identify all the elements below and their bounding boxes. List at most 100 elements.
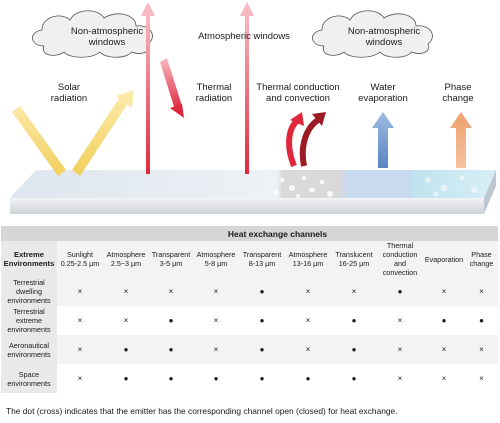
column-header-line: 3-5 μm bbox=[159, 259, 183, 268]
channel-status-cell: ● bbox=[239, 277, 285, 306]
channel-status-cell: ● bbox=[331, 335, 377, 364]
cloud-right bbox=[312, 10, 433, 58]
water-evaporation-label: Water evaporation bbox=[358, 82, 408, 104]
channel-status-cell: × bbox=[103, 306, 149, 335]
channel-status-cell: × bbox=[193, 335, 239, 364]
channel-status-cell: ● bbox=[331, 364, 377, 393]
channel-status-cell: ● bbox=[239, 306, 285, 335]
channel-status-cell: × bbox=[331, 277, 377, 306]
channel-status-cell: × bbox=[193, 306, 239, 335]
column-header-line: change bbox=[469, 259, 494, 268]
channel-status-cell: × bbox=[285, 335, 331, 364]
column-header-line: 8-13 μm bbox=[248, 259, 276, 268]
emitter-slab bbox=[10, 170, 496, 214]
channel-status-cell: ● bbox=[331, 306, 377, 335]
column-header-line: Atmosphere bbox=[196, 250, 236, 259]
channel-status-cell: ● bbox=[149, 306, 193, 335]
column-header-line: Atmosphere bbox=[288, 250, 328, 259]
channel-status-cell: × bbox=[465, 335, 498, 364]
column-header-line: Sunlight bbox=[67, 250, 93, 259]
phase-change-arrow bbox=[450, 112, 472, 168]
thermal-radiation-label: Thermal radiation bbox=[195, 82, 233, 104]
cloud-left-label: Non-atmospheric windows bbox=[70, 26, 144, 48]
channel-status-cell: × bbox=[465, 277, 498, 306]
figure-caption: The dot (cross) indicates that the emitt… bbox=[6, 406, 398, 416]
channel-status-cell: × bbox=[285, 306, 331, 335]
channel-status-cell: ● bbox=[285, 364, 331, 393]
channel-status-cell: × bbox=[57, 335, 103, 364]
cloud-left bbox=[32, 10, 153, 58]
channel-status-cell: × bbox=[465, 364, 498, 393]
cloud-right-label: Non-atmospheric windows bbox=[347, 26, 421, 48]
column-header-line: Evaporation bbox=[424, 254, 464, 264]
column-header-line: 2.5~3 μm bbox=[110, 259, 142, 268]
environment-line: Space bbox=[18, 369, 40, 379]
environment-line: dwelling bbox=[16, 287, 42, 296]
column-header-line: Thermal bbox=[386, 241, 414, 250]
table-title: Heat exchange channels bbox=[57, 226, 498, 241]
channel-status-cell: × bbox=[377, 364, 423, 393]
channel-status-cell: ● bbox=[239, 335, 285, 364]
environment-line: environments bbox=[7, 349, 51, 359]
environment-line: environments bbox=[7, 378, 51, 388]
environment-line: Terrestrial bbox=[13, 278, 45, 287]
channel-status-cell: ● bbox=[465, 306, 498, 335]
conduction-convection-arrows bbox=[286, 112, 326, 168]
column-header-8: Evaporation bbox=[423, 241, 465, 277]
column-header-line: 0.25-2.5 μm bbox=[60, 259, 100, 268]
heat-exchange-illustration bbox=[10, 2, 496, 214]
solar-radiation-label: Solar radiation bbox=[50, 82, 88, 104]
channel-status-cell: ● bbox=[149, 364, 193, 393]
channel-status-cell: × bbox=[57, 277, 103, 306]
atmospheric-windows-label: Atmospheric windows bbox=[198, 31, 290, 42]
environment-line: environments bbox=[7, 325, 51, 334]
column-header-line: conduction bbox=[382, 250, 418, 259]
column-header-line: Translucent bbox=[335, 250, 373, 259]
channel-status-cell: × bbox=[377, 335, 423, 364]
channel-status-cell: × bbox=[377, 306, 423, 335]
channel-status-cell: ● bbox=[423, 306, 465, 335]
channel-status-cell: × bbox=[423, 335, 465, 364]
solar-radiation-arrows bbox=[12, 90, 134, 176]
channel-status-cell: ● bbox=[193, 364, 239, 393]
environment-line: Terrestrial bbox=[13, 307, 45, 316]
channel-status-cell: ● bbox=[239, 364, 285, 393]
channel-status-cell: × bbox=[423, 364, 465, 393]
column-header-line: Transparent bbox=[151, 250, 191, 259]
channel-status-cell: × bbox=[57, 364, 103, 393]
column-header-line: 13-16 μm bbox=[292, 259, 324, 268]
column-header-line: 5-8 μm bbox=[204, 259, 228, 268]
channel-status-cell: ● bbox=[103, 335, 149, 364]
column-header-line: 16-25 μm bbox=[338, 259, 370, 268]
channel-status-cell: × bbox=[57, 306, 103, 335]
water-evaporation-arrow bbox=[372, 112, 394, 168]
channel-status-cell: ● bbox=[103, 364, 149, 393]
channel-status-cell: × bbox=[149, 277, 193, 306]
conduction-convection-label: Thermal conduction and convection bbox=[256, 82, 340, 104]
phase-change-label: Phase change bbox=[442, 82, 474, 104]
channel-status-cell: ● bbox=[377, 277, 423, 306]
thermal-radiation-arrows bbox=[141, 2, 254, 174]
environment-line: extreme bbox=[16, 316, 42, 325]
environment-line: Aeronautical bbox=[9, 340, 49, 350]
column-header-line: Transparent bbox=[242, 250, 282, 259]
column-header-line: Atmosphere bbox=[106, 250, 146, 259]
column-header-line: and convection bbox=[382, 259, 418, 277]
